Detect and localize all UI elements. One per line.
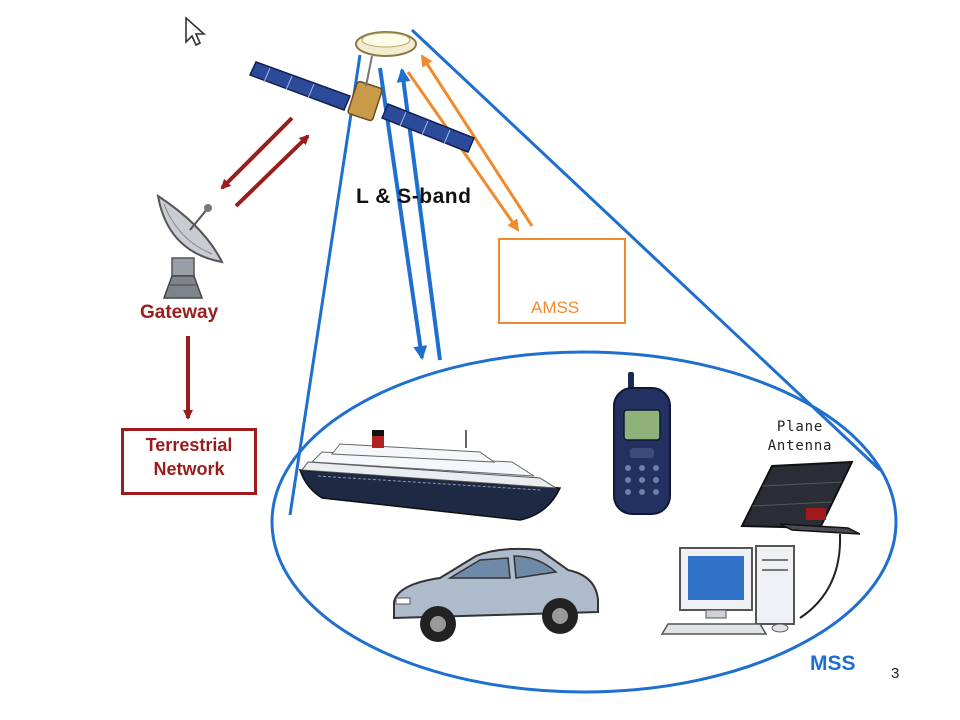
coverage-area <box>270 350 898 694</box>
desktop-computer-icon <box>660 545 795 635</box>
plane-antenna-label: Plane Antenna <box>767 419 833 454</box>
page-number: 3 <box>891 665 900 682</box>
satellite-icon <box>248 31 475 153</box>
car-icon <box>393 547 599 642</box>
aircraft-link-arrows <box>406 54 534 232</box>
terrestrial-network-box <box>121 428 257 495</box>
terrestrial-network-label: Terrestrial Network <box>145 435 233 479</box>
mouse-cursor-icon <box>185 16 207 47</box>
mss-label: MSS <box>810 652 856 675</box>
band-label: L & S-band <box>356 185 472 208</box>
amss-label: AMSS <box>531 298 580 317</box>
flat-panel-antenna-icon <box>740 460 861 619</box>
mobile-phone-icon <box>613 372 671 515</box>
coverage-beam <box>270 28 898 694</box>
gateway-label: Gateway <box>140 302 219 323</box>
gateway-link-arrows <box>183 116 310 420</box>
cruise-ship-icon <box>298 430 562 521</box>
amss-box <box>498 238 626 324</box>
satellite-dish-icon <box>156 193 224 299</box>
